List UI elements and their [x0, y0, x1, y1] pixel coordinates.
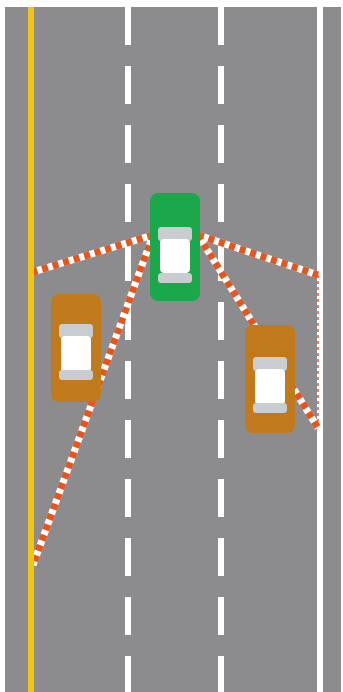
car-windshield [253, 357, 287, 371]
lane-dash [218, 7, 224, 45]
lane-dash [218, 597, 224, 635]
lane-dash [218, 479, 224, 517]
lane-dash [218, 184, 224, 222]
car-rear-window [59, 370, 93, 380]
subject-car [150, 193, 200, 301]
other-car-left [51, 294, 101, 402]
car-roof [255, 369, 285, 405]
other-car-right [245, 325, 295, 433]
lane-dash [218, 302, 224, 340]
lane-dash [125, 7, 131, 45]
left-edge-line [28, 7, 34, 692]
lane-dash [125, 243, 131, 281]
lane-dash [218, 656, 224, 692]
car-roof [160, 239, 190, 273]
car-windshield [59, 324, 93, 338]
lane-dash [125, 66, 131, 104]
car-rear-window [253, 403, 287, 413]
car-windshield [158, 227, 192, 241]
lane-dash [125, 597, 131, 635]
lane-dash [218, 125, 224, 163]
car-rear-window [158, 273, 192, 283]
lane-dash [125, 125, 131, 163]
lane-dash [125, 656, 131, 692]
lane-dash [125, 538, 131, 576]
lane-dash [218, 66, 224, 104]
lane-dash [125, 361, 131, 399]
lane-dash [125, 479, 131, 517]
lane-dash [218, 538, 224, 576]
lane-dash [125, 184, 131, 222]
lane-dash [218, 420, 224, 458]
car-roof [61, 336, 91, 372]
lane-dash [125, 420, 131, 458]
lane-dash [218, 361, 224, 399]
